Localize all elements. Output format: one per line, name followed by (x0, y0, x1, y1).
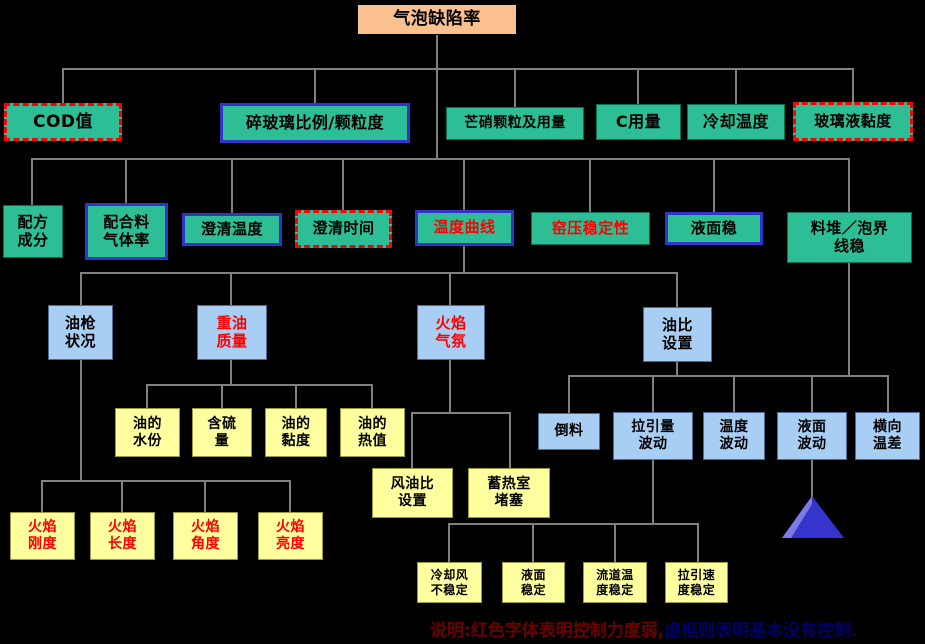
node-level-stability: 液面 稳定 (502, 562, 565, 603)
node-sulfur-content: 含硫 量 (192, 408, 252, 457)
node-cod: COD值 (4, 103, 122, 141)
node-formula: 配方 成分 (3, 205, 63, 258)
node-pile-foam-line: 料堆／泡界 线稳 (787, 212, 912, 263)
node-runner-temp-stability: 流道温 度稳定 (583, 562, 647, 603)
node-mirabilite: 芒硝颗粒及用量 (446, 107, 584, 140)
node-clarification-time: 澄清时间 (295, 210, 392, 248)
node-kiln-pressure: 窑压稳定性 (531, 212, 650, 245)
legend-caption: 说明:红色字体表明控制力度弱,虚框则表明基本没有控制. (430, 616, 922, 641)
node-cooling-air-unstable: 冷却风 不稳定 (417, 562, 482, 603)
node-root: 气泡缺陷率 (357, 4, 517, 35)
legend-caption-blue-part: 虚框则表明基本没有控制. (664, 621, 858, 641)
node-level-fluctuation: 液面 波动 (777, 412, 847, 460)
node-draw-speed-stability: 拉引速 度稳定 (665, 562, 728, 603)
node-temp-fluctuation: 温度 波动 (703, 412, 765, 460)
node-temp-curve: 温度曲线 (415, 210, 514, 246)
node-draw-fluctuation: 拉引量 波动 (613, 412, 693, 460)
node-lateral-temp-diff: 横向 温差 (855, 412, 920, 460)
node-oil-quality: 重油 质量 (197, 305, 267, 360)
node-c-amount: C用量 (596, 104, 681, 140)
node-glass-viscosity: 玻璃液黏度 (793, 102, 913, 141)
node-level-stable: 液面稳 (665, 212, 763, 245)
node-cooling-temp: 冷却温度 (687, 104, 785, 140)
node-flame-length: 火焰 长度 (90, 512, 155, 560)
node-dump-batch: 倒料 (538, 413, 600, 450)
blue-triangle-marker (782, 496, 844, 538)
node-oil-viscosity: 油的 黏度 (265, 408, 327, 457)
node-batch-gas: 配合料 气体率 (85, 203, 168, 260)
node-oil-ratio: 油比 设置 (643, 307, 712, 362)
node-regenerator-block: 蓄热室 堵塞 (468, 468, 550, 518)
node-cullet-ratio: 碎玻璃比例/颗粒度 (220, 103, 410, 143)
node-flame-brightness: 火焰 亮度 (258, 512, 323, 560)
node-flame-angle: 火焰 角度 (173, 512, 238, 560)
node-oil-water: 油的 水份 (115, 408, 180, 457)
legend-caption-red-part: 说明:红色字体表明控制力度弱, (430, 621, 665, 641)
node-flame-rigidity: 火焰 刚度 (10, 512, 75, 560)
node-flame-atmosphere: 火焰 气氛 (417, 305, 485, 360)
node-gun-status: 油枪 状况 (48, 305, 113, 360)
node-clarification-temp: 澄清温度 (182, 213, 282, 246)
node-air-oil-ratio: 风油比 设置 (372, 468, 453, 518)
node-oil-heat-value: 油的 热值 (340, 408, 405, 457)
